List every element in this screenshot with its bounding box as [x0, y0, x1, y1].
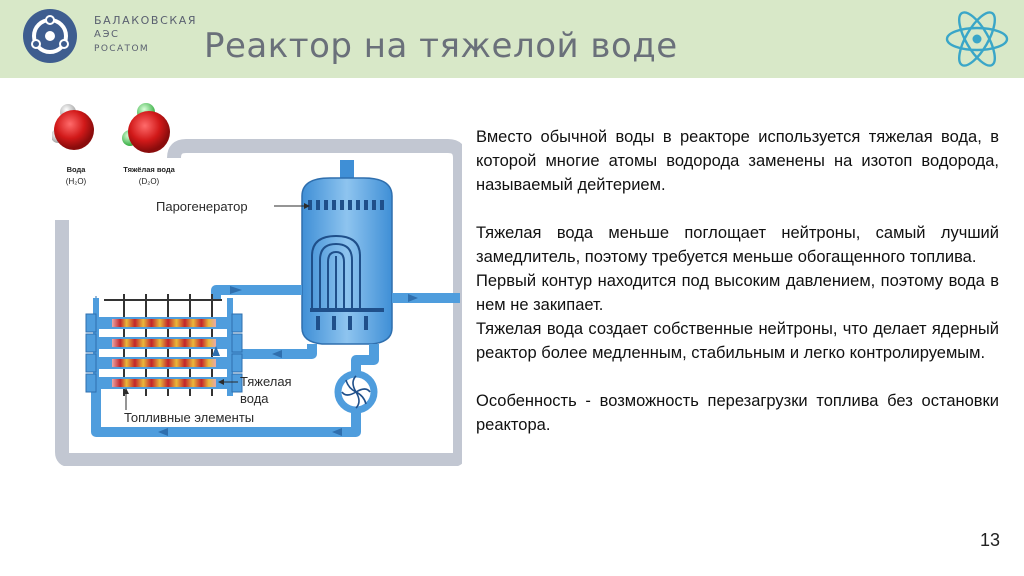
header-bar: БАЛАКОВСКАЯ АЭС РОСАТОМ Реактор на тяжел… — [0, 0, 1024, 78]
flow-arrows — [158, 286, 418, 436]
paragraph-4: Тяжелая вода создает собственные нейтрон… — [476, 320, 999, 362]
heavy-water-label: Тяжёлая вода — [123, 165, 175, 174]
brand-line-3: РОСАТОМ — [94, 44, 150, 54]
heavy-water-formula: (D₂O) — [139, 177, 160, 186]
paragraph-2: Тяжелая вода меньше поглощает нейтроны, … — [476, 224, 999, 266]
atom-icon — [945, 11, 1009, 67]
fuel-channels — [92, 317, 236, 389]
water-formula: (H₂O) — [66, 177, 87, 186]
brand-line-1: БАЛАКОВСКАЯ — [94, 14, 198, 27]
steam-generator-pointer — [274, 203, 310, 209]
body-text: Вместо обычной воды в реакторе используе… — [476, 125, 999, 437]
water-molecule — [52, 104, 94, 150]
heavy-water-pointer — [218, 379, 238, 385]
circulation-pump — [334, 370, 378, 414]
steam-generator-label: Парогенератор — [156, 199, 248, 214]
heavy-water-reactor-diagram: Вода (H₂O) Тяжёлая вода (D₂O) — [52, 103, 462, 466]
heavy-water-label-line1: Тяжелая — [240, 374, 292, 389]
rosatom-logo-icon — [23, 9, 77, 63]
page-number: 13 — [980, 530, 1001, 550]
reactor-core — [85, 294, 243, 396]
heavy-water-molecule — [122, 103, 170, 153]
containment-frame — [55, 139, 462, 466]
heavy-water-label-line2: вода — [240, 391, 269, 406]
fuel-elements-label: Топливные элементы — [124, 410, 254, 425]
paragraph-5: Особенность - возможность перезагрузки т… — [476, 392, 999, 434]
page-title: Реактор на тяжелой воде — [204, 26, 678, 66]
fuel-elements-pointer — [123, 388, 129, 410]
water-label: Вода — [67, 165, 87, 174]
brand-line-2: АЭС — [94, 29, 120, 40]
paragraph-3: Первый контур находится под высоким давл… — [476, 272, 999, 314]
steam-generator — [301, 160, 393, 345]
paragraph-1: Вместо обычной воды в реакторе используе… — [476, 128, 999, 194]
brand-block: БАЛАКОВСКАЯ АЭС РОСАТОМ — [94, 14, 197, 56]
